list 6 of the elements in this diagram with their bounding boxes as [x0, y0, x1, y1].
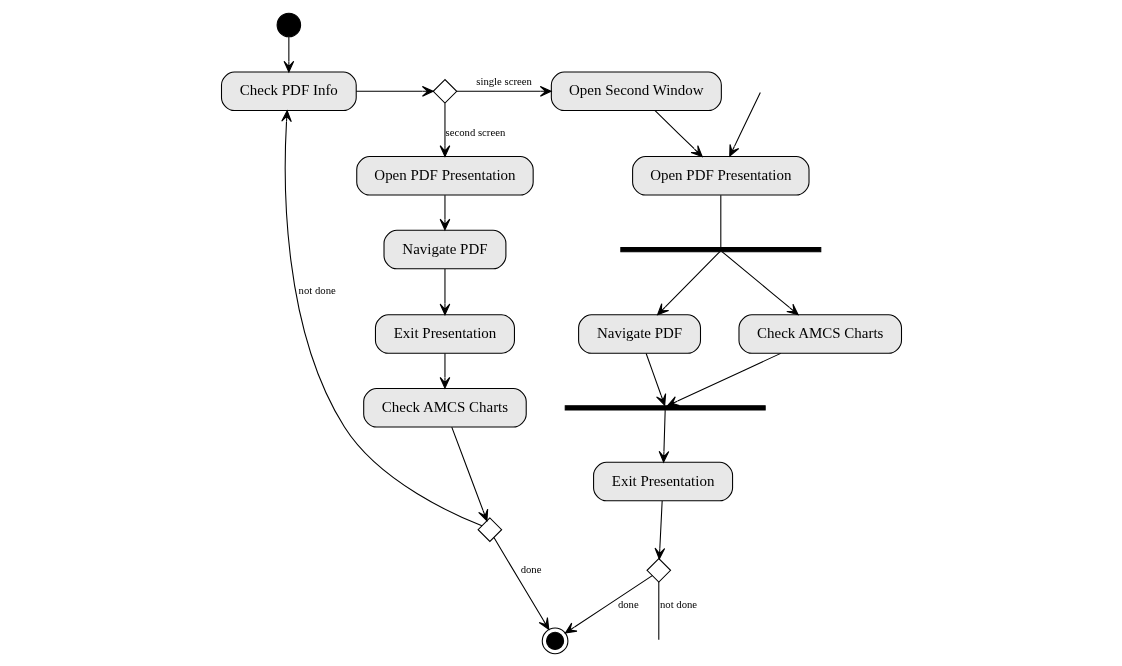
- edge-label: single screen: [475, 74, 532, 87]
- edge-label: not done: [659, 597, 697, 610]
- edge-label: second screen: [445, 125, 505, 138]
- edge-label: not done: [298, 283, 336, 296]
- edge-label: done: [520, 562, 541, 575]
- edge-label: done: [617, 597, 639, 610]
